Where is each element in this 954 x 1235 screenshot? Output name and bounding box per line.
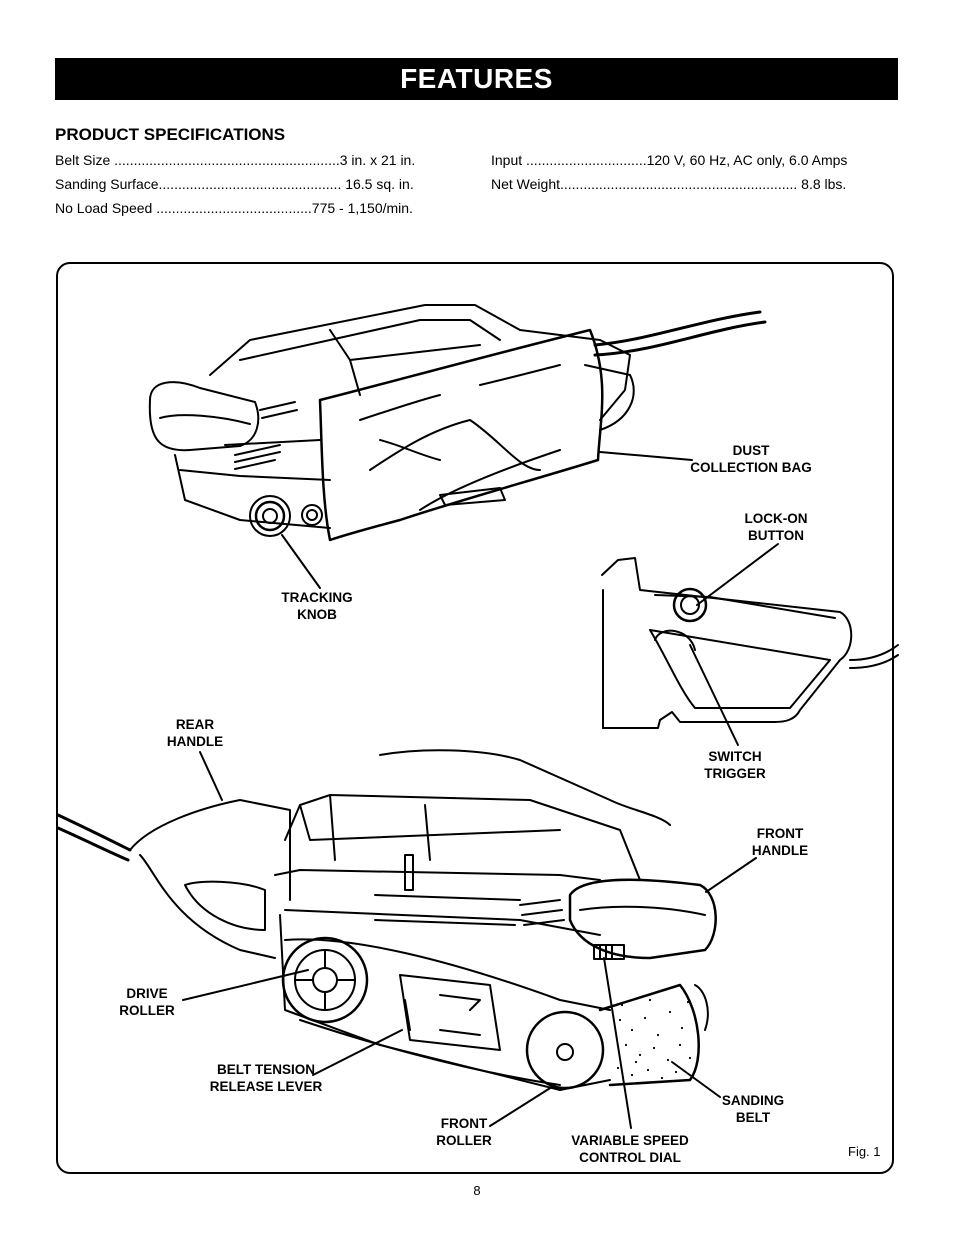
spec-belt-size: Belt Size ..............................…: [55, 152, 416, 168]
handle-detail-inset: [601, 557, 899, 729]
callout-line: REAR: [175, 717, 215, 732]
callout-belt-tension-release-lever: BELT TENSION RELEASE LEVER: [206, 1061, 326, 1095]
sanding-belt-texture: [616, 998, 692, 1080]
callout-line: HANDLE: [751, 843, 809, 858]
callout-line: HANDLE: [166, 734, 224, 749]
callout-line: FRONT: [440, 1116, 488, 1131]
specifications-left-column: Belt Size ..............................…: [55, 150, 455, 222]
specifications-right-column: Input ...............................120…: [491, 150, 891, 198]
callout-front-roller: FRONT ROLLER: [428, 1115, 500, 1149]
callout-line: DUST: [732, 443, 770, 458]
callout-line: BELT TENSION: [216, 1062, 315, 1077]
callout-lock-on-button: LOCK-ON BUTTON: [730, 510, 822, 544]
page-title: FEATURES: [400, 63, 553, 94]
callout-line: SWITCH: [708, 749, 762, 764]
callout-drive-roller: DRIVE ROLLER: [110, 985, 184, 1019]
spec-no-load-speed: No Load Speed ..........................…: [55, 200, 413, 216]
callout-line: ROLLER: [119, 1003, 175, 1018]
callout-line: TRIGGER: [704, 766, 766, 781]
specifications-heading: PRODUCT SPECIFICATIONS: [55, 125, 286, 144]
callout-leader-lines: [182, 451, 779, 1129]
callout-line: VARIABLE SPEED: [571, 1133, 689, 1148]
figure-label: Fig. 1: [848, 1144, 881, 1159]
callout-rear-handle: REAR HANDLE: [155, 716, 235, 750]
callout-tracking-knob: TRACKING KNOB: [272, 589, 362, 623]
spec-net-weight: Net Weight..............................…: [491, 176, 847, 192]
page-number: 8: [473, 1183, 481, 1198]
callout-switch-trigger: SWITCH TRIGGER: [695, 748, 775, 782]
callout-line: BUTTON: [748, 528, 804, 543]
spec-input: Input ...............................120…: [491, 152, 848, 168]
lower-sander-drawing: [56, 749, 717, 1091]
callout-dust-collection-bag: DUST COLLECTION BAG: [690, 442, 812, 476]
callout-line: KNOB: [297, 607, 337, 622]
callout-line: BELT: [735, 1110, 771, 1125]
callout-sanding-belt: SANDING BELT: [715, 1092, 791, 1126]
callout-line: FRONT: [756, 826, 804, 841]
callout-line: CONTROL DIAL: [579, 1150, 681, 1165]
callout-line: LOCK-ON: [744, 511, 808, 526]
callout-front-handle: FRONT HANDLE: [740, 825, 820, 859]
callout-line: SANDING: [721, 1093, 785, 1108]
callout-line: TRACKING: [281, 590, 353, 605]
callout-line: COLLECTION BAG: [690, 460, 812, 475]
figure-frame: [56, 262, 894, 1174]
spec-sanding-surface: Sanding Surface.........................…: [55, 176, 414, 192]
callout-line: DRIVE: [126, 986, 168, 1001]
features-banner: FEATURES: [55, 58, 898, 100]
callout-line: ROLLER: [436, 1133, 492, 1148]
callout-line: RELEASE LEVER: [209, 1079, 323, 1094]
callout-variable-speed-control-dial: VARIABLE SPEED CONTROL DIAL: [566, 1132, 694, 1166]
upper-sander-drawing: [148, 304, 767, 542]
